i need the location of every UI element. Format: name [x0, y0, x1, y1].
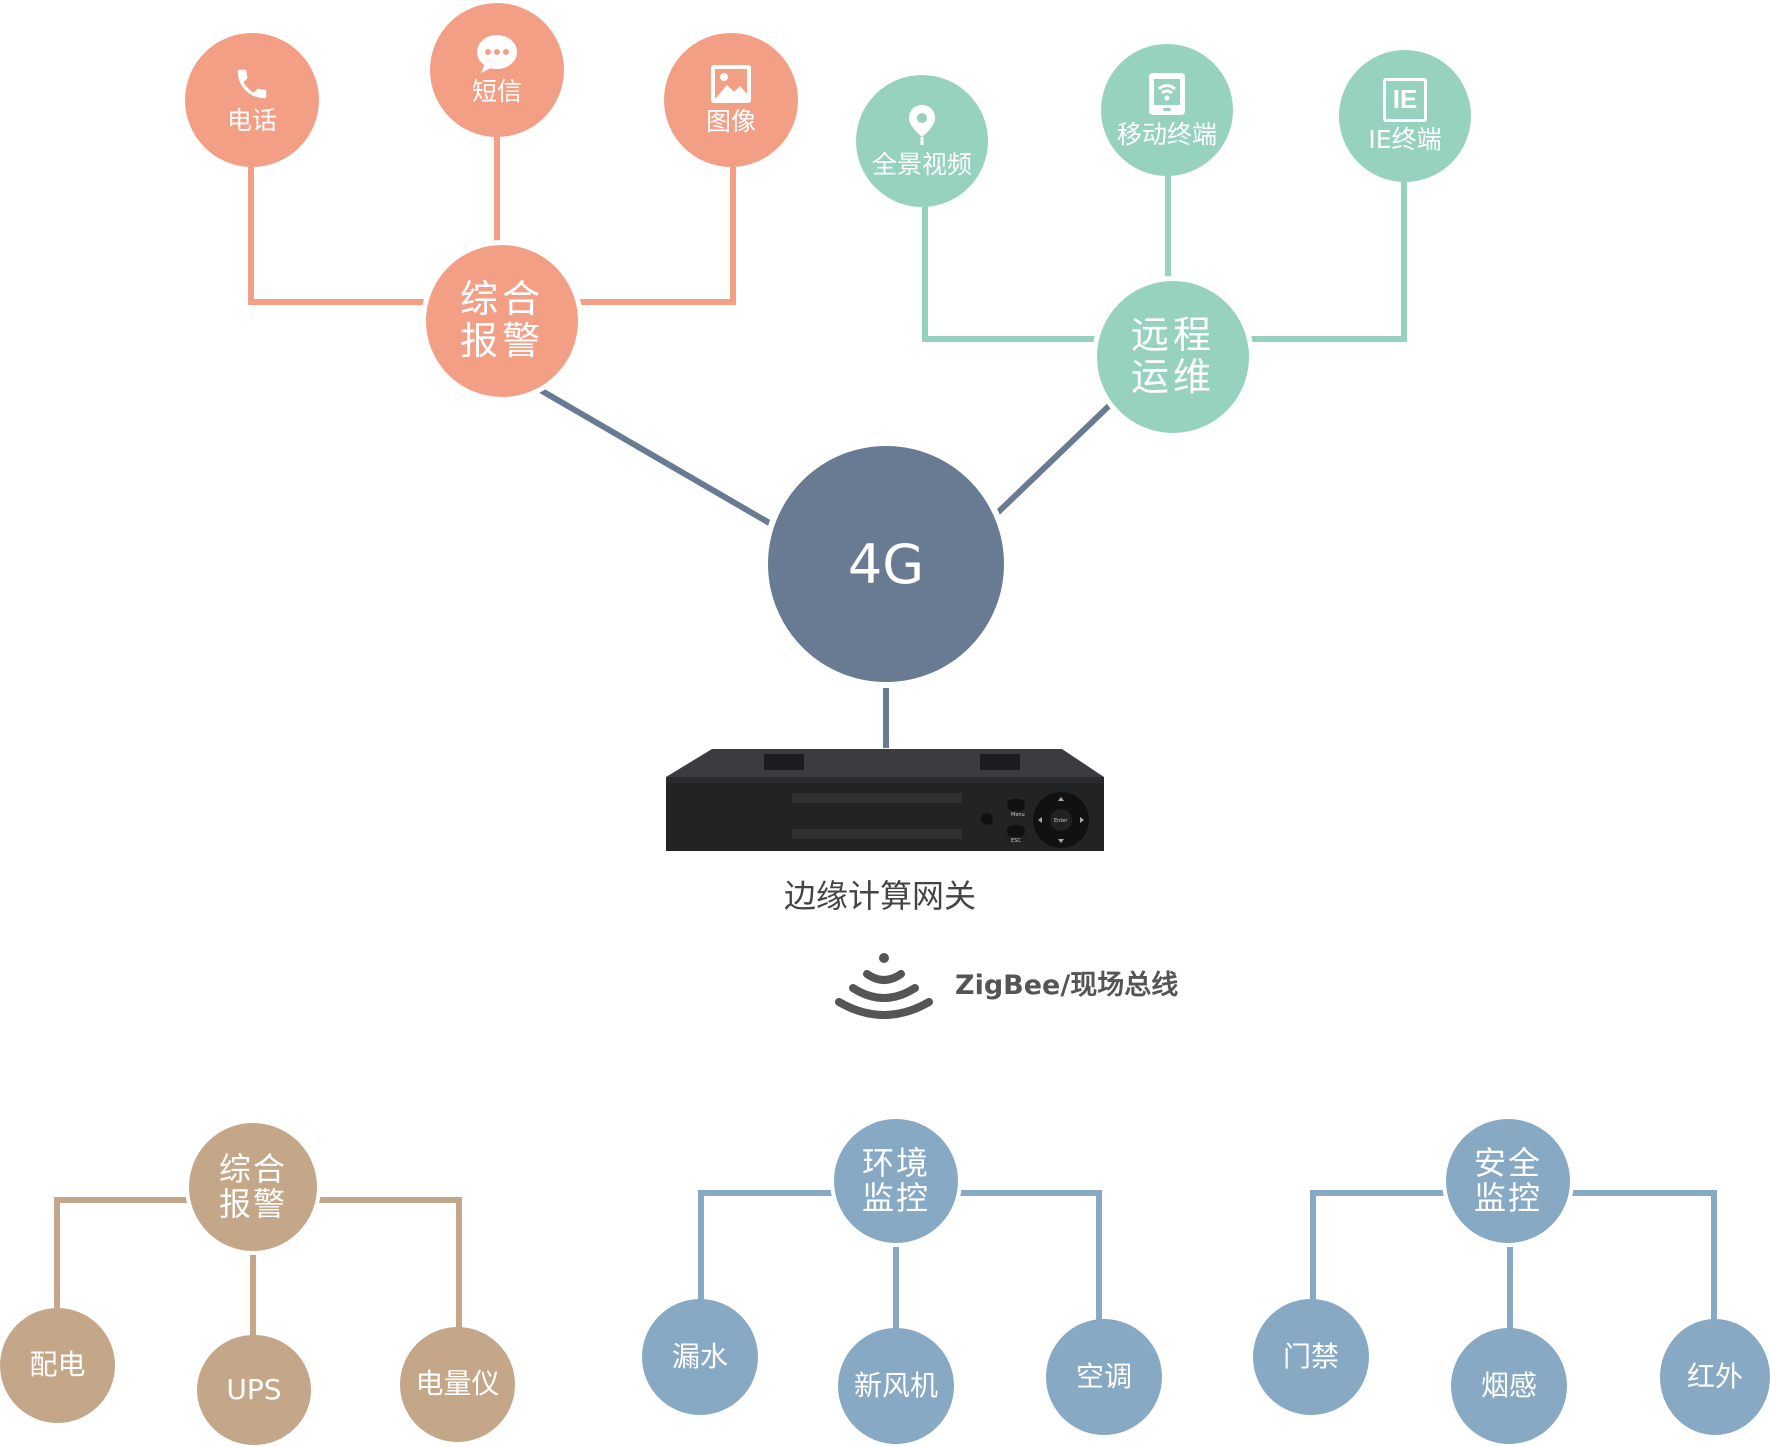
ie-icon: IE: [1383, 77, 1427, 122]
bottom-alarm-hub-label-2: 报警: [218, 1185, 287, 1223]
gateway-device-image: Menu ESC Enter: [666, 749, 1104, 851]
environment-hub-label-2: 监控: [861, 1179, 930, 1217]
location-pin-icon: [909, 104, 935, 145]
fresh-air-node: 新风机: [838, 1328, 954, 1444]
chat-bubble-icon: [477, 34, 517, 73]
alarm-hub-node: 综合 报警: [421, 240, 583, 402]
device-enter-text: Enter: [1054, 818, 1068, 824]
infrared-node: 红外: [1660, 1319, 1770, 1435]
panorama-node: 全景视频: [856, 75, 988, 207]
power-distribution-node: 配电: [0, 1308, 115, 1423]
environment-hub-label-1: 环境: [861, 1143, 930, 1182]
alarm-hub-label-2: 报警: [459, 319, 544, 363]
water-leak-node: 漏水: [642, 1299, 758, 1415]
smoke-detector-node: 烟感: [1451, 1328, 1567, 1444]
remote-ops-hub-label-1: 远程: [1130, 313, 1215, 358]
image-node: 图像: [664, 33, 798, 167]
mobile-wifi-icon: [1149, 72, 1185, 115]
power-meter-node: 电量仪: [400, 1327, 515, 1442]
water-leak-label: 漏水: [671, 1339, 728, 1373]
bottom-alarm-hub-node: 综合 报警: [185, 1119, 321, 1255]
phone-label: 电话: [226, 105, 277, 135]
ups-node: UPS: [197, 1335, 311, 1445]
image-icon: [711, 64, 751, 103]
security-hub-label-1: 安全: [1473, 1143, 1542, 1182]
device-esc-text: ESC: [1011, 838, 1021, 844]
4g-node: 4G: [762, 440, 1010, 688]
environment-hub-node: 环境 监控: [830, 1115, 962, 1247]
phone-icon: [237, 69, 267, 98]
bus-label: ZigBee/现场总线: [955, 970, 1179, 1001]
remote-ops-hub-label-2: 运维: [1130, 355, 1215, 399]
security-hub-label-2: 监控: [1473, 1179, 1542, 1217]
device-menu-text: Menu: [1011, 812, 1025, 818]
wireless-signal-icon: [835, 953, 933, 1019]
bottom-alarm-hub-label-1: 综合: [218, 1149, 287, 1188]
security-hub-node: 安全 监控: [1442, 1115, 1574, 1247]
ie-node: IE IE终端: [1339, 50, 1471, 182]
phone-node: 电话: [185, 33, 319, 167]
sms-node: 短信: [430, 3, 564, 137]
power-meter-label: 电量仪: [415, 1367, 500, 1401]
alarm-hub-label-1: 综合: [459, 277, 544, 322]
air-conditioner-label: 空调: [1075, 1359, 1132, 1393]
air-conditioner-node: 空调: [1046, 1319, 1162, 1435]
power-distribution-label: 配电: [29, 1348, 86, 1382]
mobile-label: 移动终端: [1116, 119, 1217, 149]
image-label: 图像: [705, 106, 756, 136]
infrared-label: 红外: [1686, 1359, 1743, 1393]
access-control-label: 门禁: [1282, 1339, 1339, 1373]
gateway-caption: 边缘计算网关: [784, 877, 977, 915]
ie-icon-text: IE: [1392, 84, 1418, 115]
sms-label: 短信: [471, 76, 522, 106]
uplink-connectors: [528, 381, 1116, 748]
mobile-node: 移动终端: [1101, 44, 1233, 176]
ie-label: IE终端: [1368, 124, 1442, 154]
access-control-node: 门禁: [1253, 1299, 1369, 1415]
fresh-air-label: 新风机: [853, 1368, 938, 1402]
panorama-label: 全景视频: [871, 149, 972, 179]
smoke-detector-label: 烟感: [1480, 1368, 1537, 1402]
remote-ops-hub-node: 远程 运维: [1092, 276, 1254, 438]
ups-label: UPS: [226, 1372, 282, 1406]
4g-label: 4G: [847, 532, 925, 596]
